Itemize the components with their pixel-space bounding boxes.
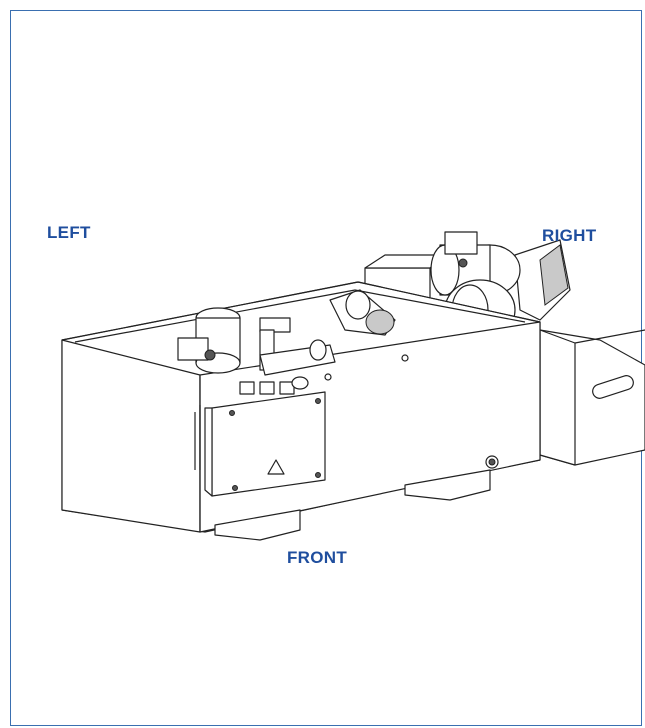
label-left: LEFT [47,223,91,242]
tank-feet [214,469,491,541]
hose-fittings [239,376,309,395]
label-front: FRONT [287,548,348,567]
discharge-chute [514,239,571,321]
tank-details [194,354,499,470]
label-right: RIGHT [542,226,597,245]
warning-triangle-icon [267,459,285,475]
pump-assembly [177,289,396,376]
control-box [204,391,326,497]
side-container-box [539,329,645,466]
